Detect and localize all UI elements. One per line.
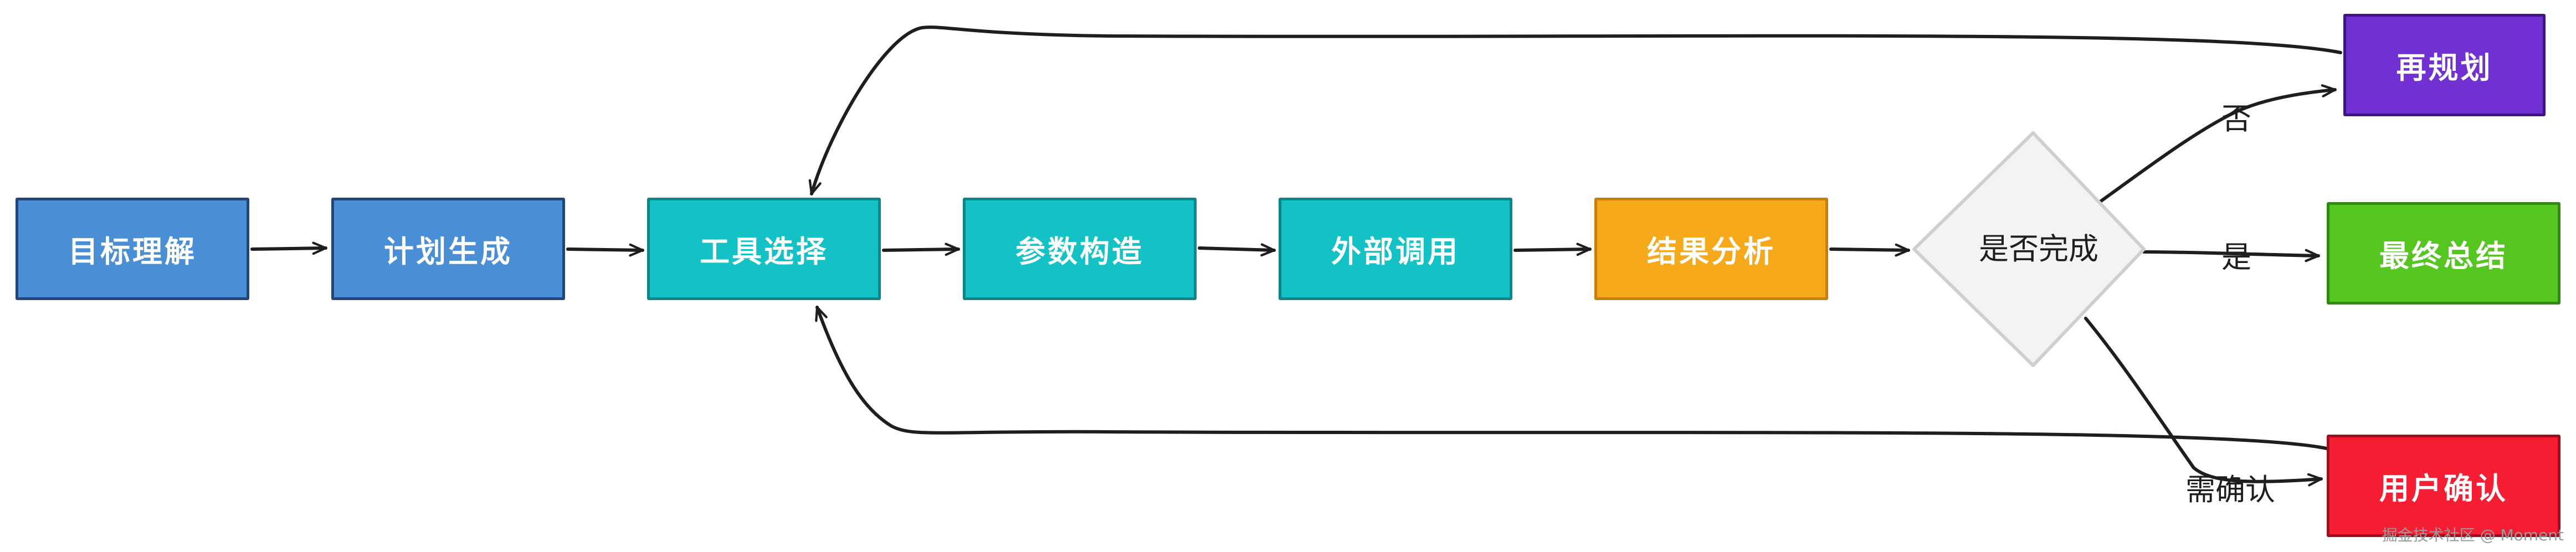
node-user-confirmation: 用户确认 [2327, 435, 2560, 537]
edge-label-need-confirm: 需确认 [2185, 472, 2275, 507]
edge-decision-confirm [2084, 317, 2323, 487]
node-plan-generation: 计划生成 [331, 198, 565, 300]
edge-result-decision [1829, 243, 1910, 257]
edge-tool-param [882, 243, 960, 256]
node-param-construction: 参数构造 [963, 198, 1197, 300]
edge-plan-tool [566, 243, 644, 257]
node-result-analysis: 结果分析 [1594, 198, 1828, 300]
edge-confirm-tool [815, 306, 2328, 450]
edge-replan-tool [808, 25, 2342, 195]
edge-decision-replan [2098, 84, 2337, 204]
edge-param-call [1198, 243, 1276, 257]
node-goal-understanding: 目标理解 [16, 198, 249, 300]
node-final-summary: 最终总结 [2327, 202, 2560, 305]
node-tool-selection: 工具选择 [647, 198, 881, 300]
edge-call-result [1513, 243, 1592, 256]
edge-decision-summary [2142, 249, 2320, 262]
node-replan: 再规划 [2343, 14, 2546, 116]
edge-label-yes: 是 [2221, 240, 2251, 275]
watermark: 掘金技术社区 @ Moment [2382, 526, 2564, 544]
node-external-call: 外部调用 [1279, 198, 1512, 300]
edge-goal-plan [250, 241, 327, 255]
decision-label: 是否完成 [1979, 231, 2098, 266]
edge-label-no: 否 [2221, 101, 2251, 136]
decision-diamond [1912, 131, 2146, 367]
